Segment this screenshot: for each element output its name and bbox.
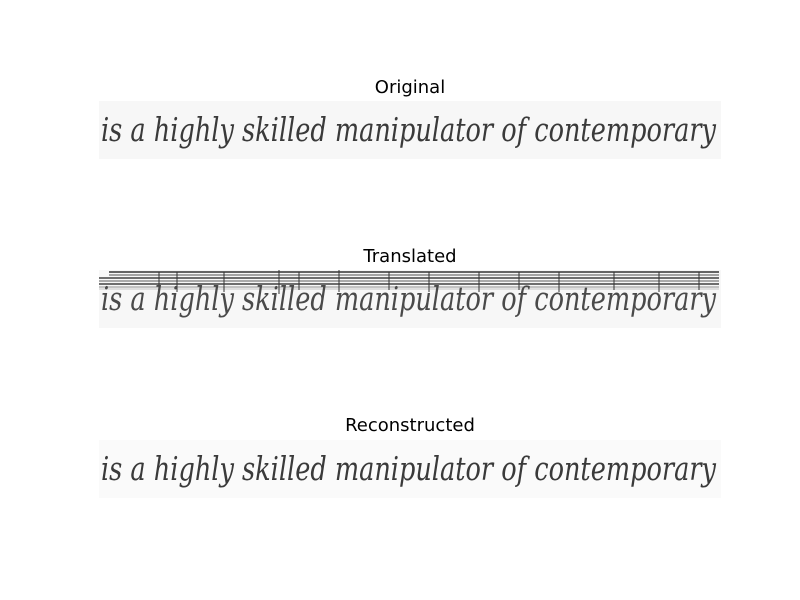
- handwriting-text: is a highly skilled manipulator of conte…: [101, 449, 716, 488]
- handwriting-image-reconstructed: is a highly skilled manipulator of conte…: [99, 440, 721, 498]
- noise-artifacts: [99, 271, 719, 290]
- vertical-noise: [158, 270, 700, 294]
- panel-title-original: Original: [374, 77, 446, 98]
- panel-title-translated: Translated: [363, 246, 457, 267]
- handwriting-text: is a highly skilled manipulator of conte…: [101, 279, 716, 318]
- handwriting-text: is a highly skilled manipulator of conte…: [101, 110, 716, 149]
- panel-title-reconstructed: Reconstructed: [345, 415, 475, 436]
- handwriting-image-original: is a highly skilled manipulator of conte…: [99, 101, 721, 159]
- handwriting-image-translated: is a highly skilled manipulator of conte…: [99, 270, 721, 328]
